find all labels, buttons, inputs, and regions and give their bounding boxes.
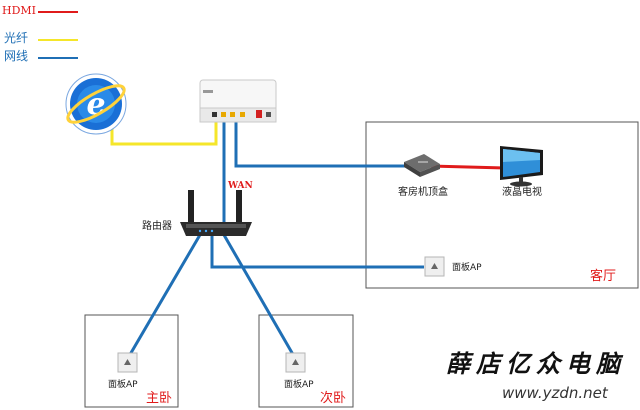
panel-ap-icon <box>117 352 138 373</box>
panel-ap-master-label: 面板AP <box>108 380 138 390</box>
optical-modem-icon <box>199 79 277 123</box>
room-second-box <box>258 314 354 408</box>
legend-label-ethernet: 网线 <box>4 49 29 63</box>
tv-label: 液晶电视 <box>502 187 542 198</box>
fiber-cable <box>110 122 218 146</box>
room-master-label: 主卧 <box>146 391 173 406</box>
ie-browser-icon: e <box>65 73 127 135</box>
cable-router-ap-second <box>218 227 297 359</box>
legend-label-fiber: 光纤 <box>4 31 29 45</box>
cable-hdmi <box>429 164 506 170</box>
room-living-box <box>365 121 639 289</box>
cable-modem-stb <box>234 122 406 168</box>
watermark-url: www.yzdn.net <box>502 384 608 402</box>
router-label: 路由器 <box>142 221 172 232</box>
set-top-box-icon <box>404 154 440 177</box>
panel-ap-icon <box>424 256 445 277</box>
cable-router-ap-living <box>210 228 424 269</box>
panel-ap-icon <box>285 352 306 373</box>
legend-label-hdmi: HDMI <box>2 4 37 17</box>
room-second-label: 次卧 <box>320 391 347 406</box>
room-master-box <box>84 314 179 408</box>
watermark-brand: 薛店亿众电脑 <box>446 349 626 378</box>
wan-port-label: WAN <box>228 181 253 191</box>
room-living-label: 客厅 <box>590 269 617 284</box>
cable-router-ap-master <box>126 227 206 359</box>
router-icon <box>180 190 252 236</box>
panel-ap-second-label: 面板AP <box>284 380 314 390</box>
tv-monitor-icon <box>500 146 543 187</box>
set-top-box-label: 客房机顶盒 <box>398 187 448 198</box>
panel-ap-living-label: 面板AP <box>452 263 482 273</box>
